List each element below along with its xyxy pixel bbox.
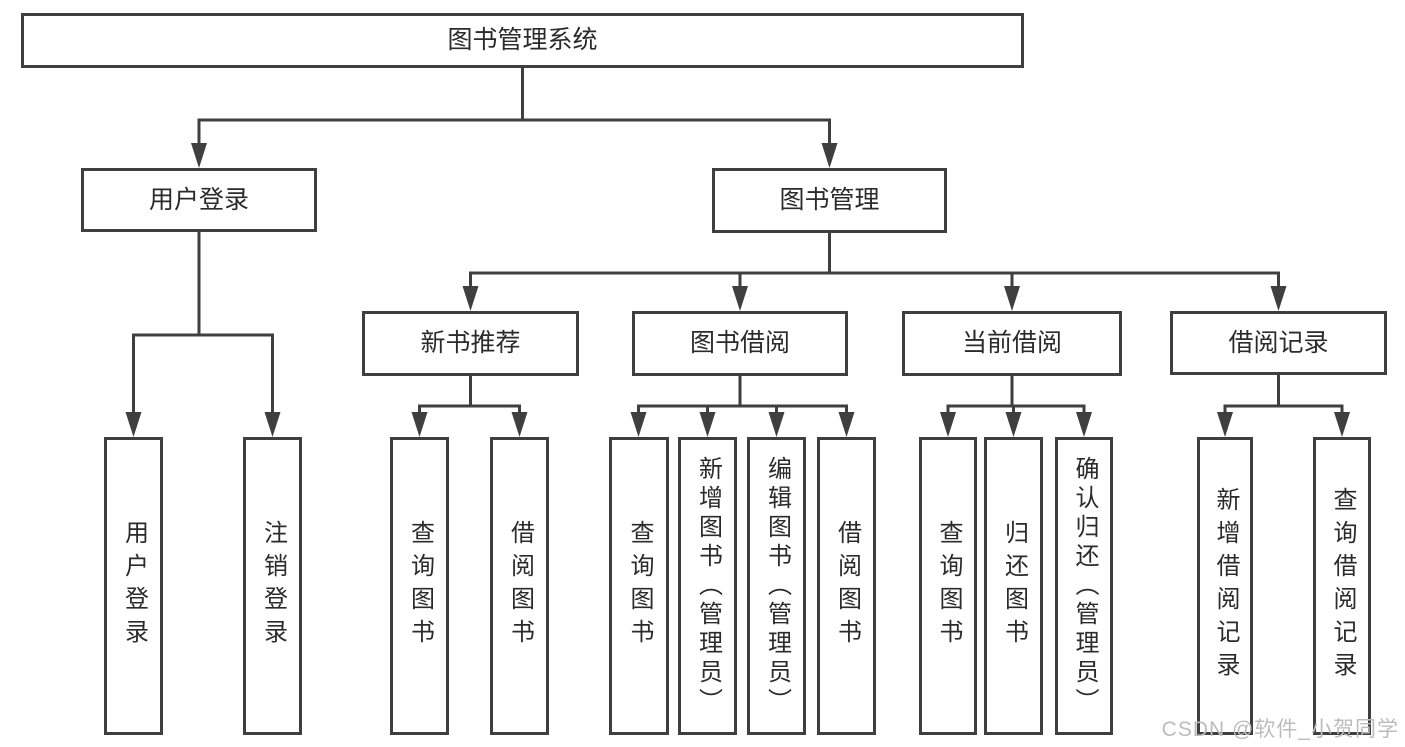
leaf-query-books-current: 查询图书	[919, 437, 977, 735]
edges-root	[197, 66, 831, 148]
leaf-query-books-recommend: 查询图书	[390, 437, 449, 735]
leaf-query-books-borrowing: 查询图书	[609, 437, 669, 735]
leaf-add-borrow-record: 新增借阅记录	[1197, 437, 1253, 735]
node-book-management: 图书管理	[712, 168, 947, 233]
node-borrowing-records: 借阅记录	[1170, 311, 1387, 375]
node-book-borrowing: 图书借阅	[632, 311, 848, 376]
leaf-logout: 注销登录	[243, 437, 302, 735]
leaf-return-books: 归还图书	[984, 437, 1043, 735]
leaf-confirm-return-admin: 确认归还（管理员）	[1055, 437, 1113, 735]
edges-book-borrowing	[637, 374, 848, 416]
leaf-borrow-books: 借阅图书	[817, 437, 876, 735]
leaf-borrow-books-recommend: 借阅图书	[490, 437, 549, 735]
edges-new-book-recommend	[418, 374, 521, 416]
node-user-login: 用户登录	[81, 168, 317, 232]
edges-book-management	[469, 231, 1280, 289]
node-current-borrowing: 当前借阅	[902, 311, 1122, 376]
leaf-query-borrow-record: 查询借阅记录	[1313, 437, 1371, 735]
leaf-user-login: 用户登录	[104, 437, 163, 735]
edges-current-borrowing	[946, 374, 1086, 416]
node-root: 图书管理系统	[21, 13, 1024, 68]
leaf-add-books-admin: 新增图书（管理员）	[678, 437, 737, 735]
edges-user-login	[132, 230, 274, 415]
watermark-text: CSDN @软件_小贺同学	[1161, 718, 1399, 741]
leaf-edit-books-admin: 编辑图书（管理员）	[747, 437, 806, 735]
edges-borrowing-records	[1223, 373, 1344, 416]
node-new-book-recommend: 新书推荐	[362, 311, 579, 376]
